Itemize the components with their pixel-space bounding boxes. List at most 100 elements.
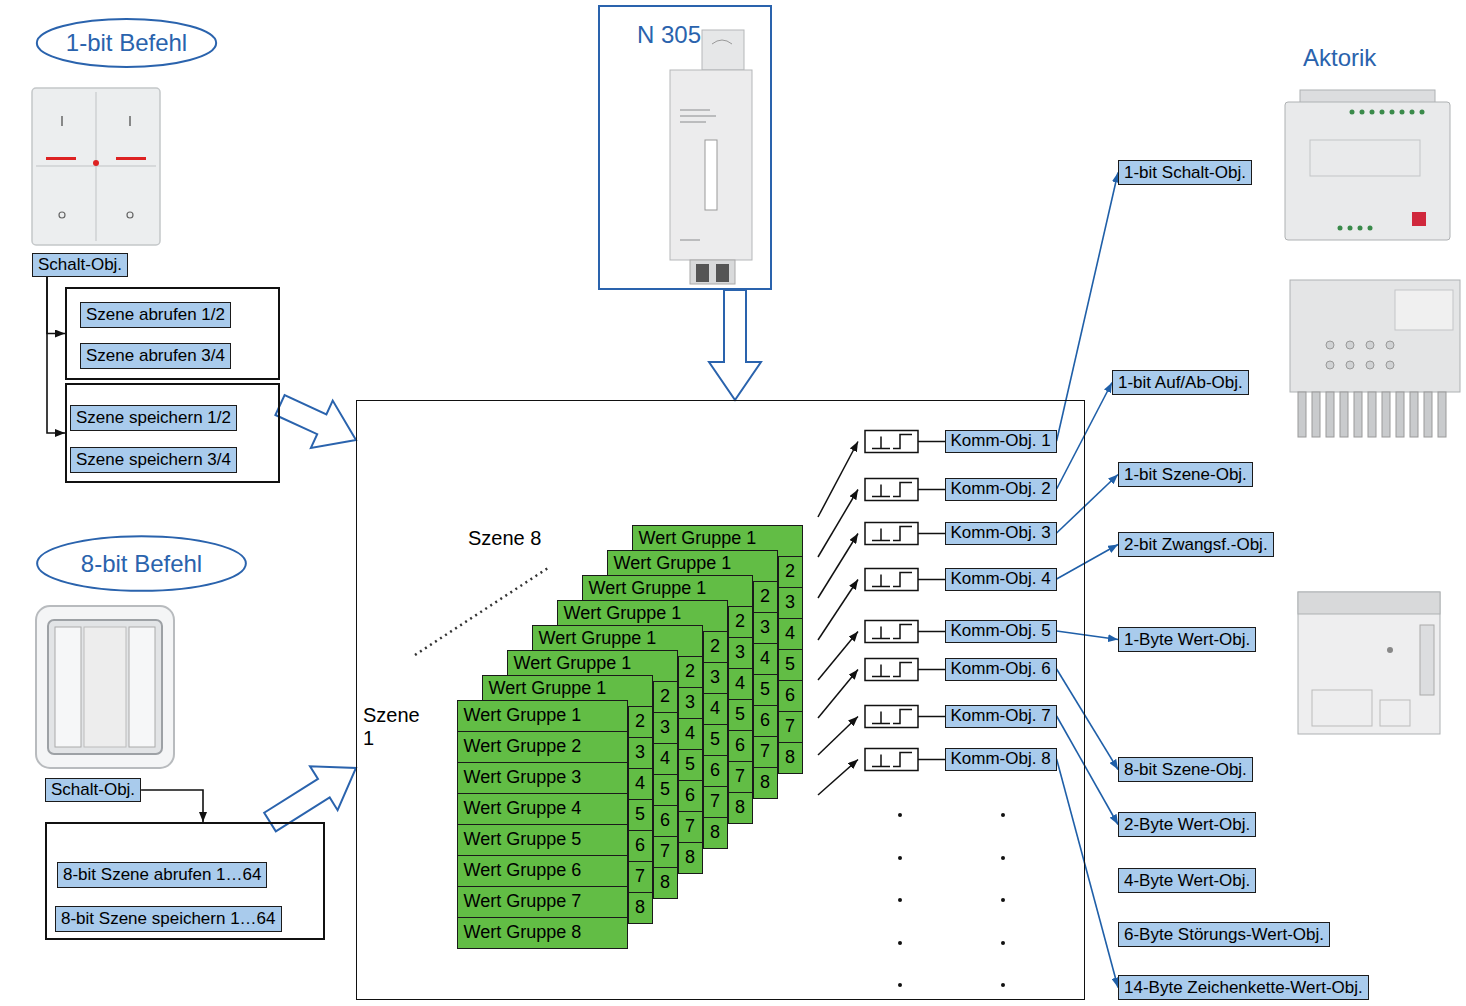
object-box: 2-bit Zwangsf.-Obj. bbox=[1118, 532, 1274, 557]
value-group-cell: 5 bbox=[628, 799, 653, 831]
value-group-cell: 4 bbox=[653, 743, 678, 775]
section-label: Szene 1 bbox=[363, 704, 427, 750]
object-box: Szene speichern 1/2 bbox=[70, 405, 237, 431]
value-group-cell: 4 bbox=[703, 693, 728, 725]
connector-arrow bbox=[47, 277, 65, 334]
object-label: Komm-Obj. 1 bbox=[951, 431, 1051, 451]
object-box: Komm-Obj. 5 bbox=[945, 620, 1057, 643]
connector-arrow bbox=[1057, 759, 1118, 988]
value-group-cell: 3 bbox=[628, 737, 653, 769]
value-group-cell: 2 bbox=[753, 581, 778, 613]
object-box: 1-Byte Wert-Obj. bbox=[1118, 627, 1256, 652]
object-box: Komm-Obj. 1 bbox=[945, 430, 1057, 453]
command-label: 1-bit Befehl bbox=[66, 29, 187, 57]
group-box: Szene speichern 1/2Szene speichern 3/4 bbox=[65, 383, 280, 483]
value-group-cell: 7 bbox=[703, 786, 728, 818]
object-label: 2-bit Zwangsf.-Obj. bbox=[1124, 535, 1268, 555]
section-label: Aktorik bbox=[1303, 44, 1376, 72]
value-group-cell: 7 bbox=[753, 736, 778, 768]
object-box: 1-bit Szene-Obj. bbox=[1118, 462, 1253, 487]
device-illustration bbox=[670, 30, 752, 284]
object-label: Komm-Obj. 2 bbox=[951, 479, 1051, 499]
object-label: 1-Byte Wert-Obj. bbox=[1124, 630, 1250, 650]
object-label: Komm-Obj. 4 bbox=[951, 569, 1051, 589]
object-label: 2-Byte Wert-Obj. bbox=[1124, 815, 1250, 835]
value-group-cell: 6 bbox=[778, 680, 803, 712]
group-box: Szene abrufen 1/2Szene abrufen 3/4 bbox=[65, 287, 280, 380]
value-group-cell: Wert Gruppe 2 bbox=[457, 731, 628, 763]
command-label: 8-bit Befehl bbox=[81, 550, 202, 578]
object-label: 1-bit Schalt-Obj. bbox=[1124, 163, 1246, 183]
value-group-cell: 6 bbox=[653, 805, 678, 837]
value-group-cell: 8 bbox=[678, 842, 703, 874]
device-title: N 305 bbox=[637, 21, 701, 49]
object-label: Komm-Obj. 7 bbox=[951, 706, 1051, 726]
value-group-cell: 4 bbox=[678, 718, 703, 750]
value-group-cell: 5 bbox=[653, 774, 678, 806]
object-box: Komm-Obj. 2 bbox=[945, 478, 1057, 501]
connector-arrow bbox=[1057, 669, 1118, 770]
ellipse-shape bbox=[37, 19, 216, 67]
scene-controller-box: Wert Gruppe 12345678Wert Gruppe 12345678… bbox=[356, 400, 1085, 1000]
value-group-cell: 3 bbox=[653, 712, 678, 744]
connector-arrow bbox=[1057, 545, 1118, 580]
value-group-cell: 4 bbox=[728, 668, 753, 700]
device-box: N 305 bbox=[598, 5, 772, 290]
value-group-cell: Wert Gruppe 4 bbox=[457, 793, 628, 825]
object-box: Komm-Obj. 6 bbox=[945, 658, 1057, 681]
actuator-illustration bbox=[1298, 592, 1440, 734]
scene-card: Wert Gruppe 1Wert Gruppe 2Wert Gruppe 3W… bbox=[457, 700, 628, 949]
value-group-cell: Wert Gruppe 3 bbox=[457, 762, 628, 794]
card-leader-arrows bbox=[818, 442, 858, 796]
value-group-cell: 5 bbox=[728, 699, 753, 731]
value-group-cell: 6 bbox=[628, 830, 653, 862]
command-ellipse: 1-bit Befehl bbox=[35, 18, 218, 68]
object-box: Komm-Obj. 4 bbox=[945, 568, 1057, 591]
value-group-cell: 8 bbox=[728, 792, 753, 824]
value-group-cell: 2 bbox=[653, 681, 678, 713]
value-group-cell: 5 bbox=[778, 649, 803, 681]
object-box: Szene abrufen 1/2 bbox=[80, 302, 231, 328]
object-label: Szene speichern 1/2 bbox=[76, 408, 231, 428]
value-group-cell: 2 bbox=[778, 556, 803, 588]
object-label: Szene speichern 3/4 bbox=[76, 450, 231, 470]
trigger-symbols bbox=[865, 431, 918, 771]
connector-arrow bbox=[1057, 475, 1118, 534]
value-group-cell: 5 bbox=[678, 749, 703, 781]
object-label: Komm-Obj. 3 bbox=[951, 523, 1051, 543]
object-box: Schalt-Obj. bbox=[45, 778, 141, 802]
command-ellipse: 8-bit Befehl bbox=[35, 535, 248, 592]
object-box: 4-Byte Wert-Obj. bbox=[1118, 868, 1256, 893]
block-arrow bbox=[275, 395, 356, 448]
value-group-cell: 6 bbox=[753, 705, 778, 737]
connector-arrow bbox=[1057, 716, 1118, 825]
value-group-cell: Wert Gruppe 5 bbox=[457, 824, 628, 856]
group-box: 8-bit Szene abrufen 1…648-bit Szene spei… bbox=[45, 822, 325, 940]
object-box: Komm-Obj. 7 bbox=[945, 705, 1057, 728]
value-group-cell: 5 bbox=[703, 724, 728, 756]
value-group-cell: 4 bbox=[753, 643, 778, 675]
value-group-cell: 7 bbox=[778, 711, 803, 743]
push-button-illustration bbox=[36, 606, 174, 768]
object-box: 8-bit Szene speichern 1…64 bbox=[55, 906, 282, 932]
object-box: 8-bit Szene-Obj. bbox=[1118, 757, 1253, 782]
value-group-cell: 6 bbox=[728, 730, 753, 762]
value-group-cell: Wert Gruppe 8 bbox=[457, 917, 628, 949]
connector-arrow bbox=[1057, 631, 1118, 640]
object-box: Szene abrufen 3/4 bbox=[80, 343, 231, 369]
value-group-cell: 3 bbox=[778, 587, 803, 619]
ellipse-shape bbox=[37, 536, 246, 591]
value-group-cell: 4 bbox=[778, 618, 803, 650]
value-group-cell: 3 bbox=[678, 687, 703, 719]
object-label: Szene abrufen 3/4 bbox=[86, 346, 225, 366]
continuation-dots bbox=[898, 813, 1005, 987]
section-label: Szene 8 bbox=[468, 527, 541, 550]
object-label: Szene abrufen 1/2 bbox=[86, 305, 225, 325]
value-group-cell: Wert Gruppe 1 bbox=[457, 700, 628, 732]
object-box: Szene speichern 3/4 bbox=[70, 447, 237, 473]
value-group-cell: 7 bbox=[678, 811, 703, 843]
value-group-cell: 4 bbox=[628, 768, 653, 800]
object-label: 14-Byte Zeichenkette-Wert-Obj. bbox=[1124, 978, 1363, 998]
